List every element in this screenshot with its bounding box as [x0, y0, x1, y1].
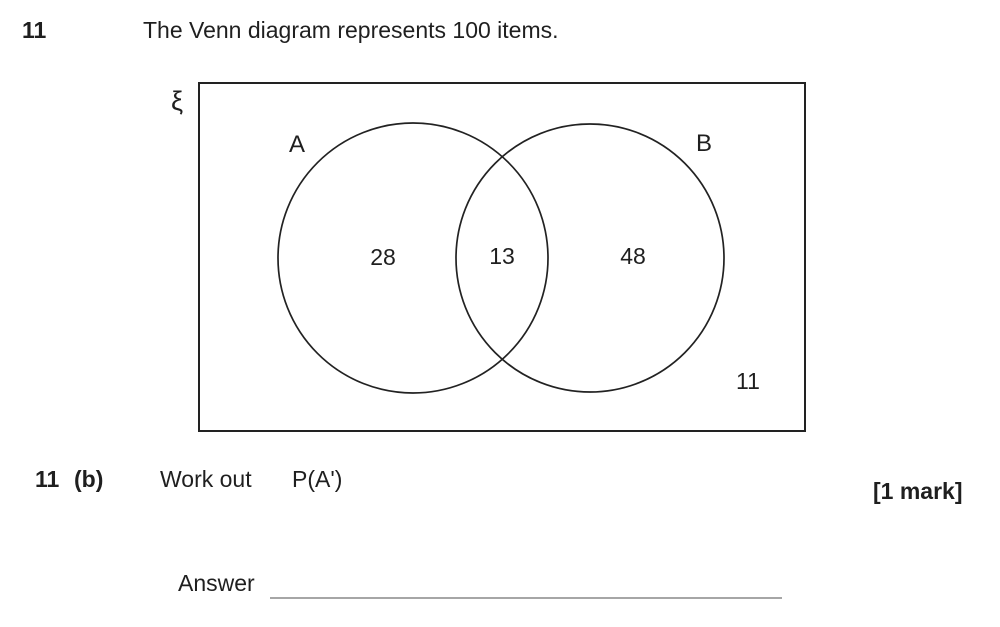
- answer-line: [270, 597, 782, 599]
- marks-label: [1 mark]: [873, 478, 963, 504]
- part-b-instruction: Work out: [160, 466, 252, 492]
- question-number: 11: [22, 17, 47, 43]
- part-b-question-number: 11: [35, 466, 60, 492]
- set-b-only-value: 48: [620, 242, 646, 269]
- set-b-label: B: [695, 129, 713, 157]
- part-b-label: (b): [74, 466, 104, 492]
- set-b-circle: [455, 123, 725, 393]
- question-text: The Venn diagram represents 100 items.: [143, 17, 559, 43]
- universal-set-symbol: ξ: [171, 86, 184, 116]
- part-b-expression: P(A'): [292, 466, 343, 492]
- set-a-only-value: 28: [370, 243, 396, 270]
- set-a-label: A: [288, 130, 306, 158]
- venn-diagram-box: [198, 82, 806, 432]
- set-a-circle: [277, 122, 549, 394]
- outside-sets-value: 11: [736, 367, 760, 394]
- answer-label: Answer: [178, 570, 255, 596]
- intersection-value: 13: [489, 242, 515, 269]
- venn-circles-svg: [277, 122, 725, 394]
